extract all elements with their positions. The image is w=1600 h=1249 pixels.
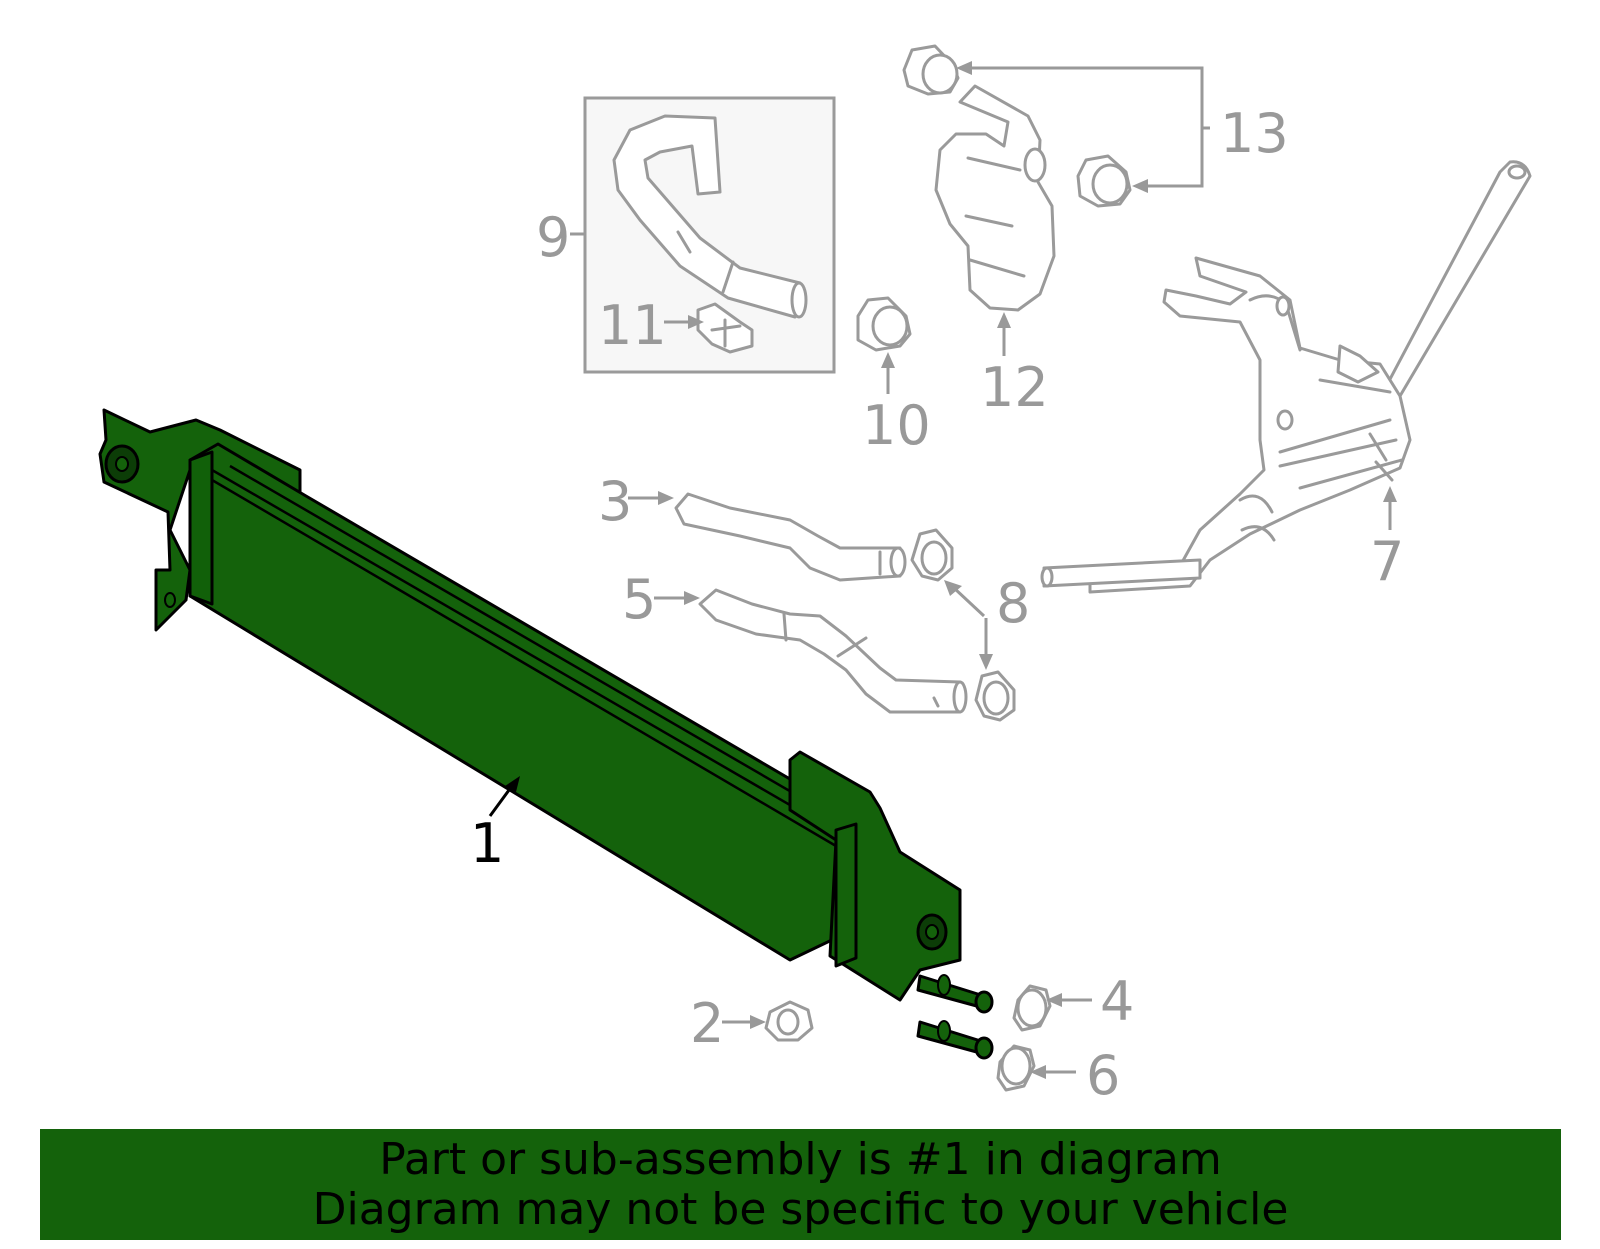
part-3-hose: [674, 492, 907, 582]
part-10-clamp: [856, 296, 912, 352]
callout-5: 5: [622, 568, 656, 631]
callout-12: 12: [980, 356, 1049, 419]
part-2-nut: [764, 1000, 814, 1042]
part-6-clamp: [996, 1044, 1036, 1092]
callout-2: 2: [690, 992, 724, 1055]
leader-lines: [488, 61, 1397, 1079]
part-7-tubes: [1040, 160, 1532, 594]
banner-line-1: Part or sub-assembly is #1 in diagram: [379, 1134, 1222, 1185]
callout-6: 6: [1086, 1044, 1120, 1107]
part-12-hose: [934, 84, 1056, 312]
part-13-clamps: [902, 44, 1132, 208]
banner-line-2: Diagram may not be specific to your vehi…: [312, 1184, 1289, 1235]
part-1-oil-cooler: [98, 408, 994, 1060]
callout-1: 1: [470, 812, 504, 875]
callout-3: 3: [598, 470, 632, 533]
info-banner: Part or sub-assembly is #1 in diagram Di…: [40, 1129, 1561, 1240]
callout-7: 7: [1370, 530, 1404, 593]
part-5-hose: [698, 588, 968, 714]
callout-9: 9: [536, 206, 570, 269]
part-4-clamp: [1012, 984, 1052, 1032]
callout-10: 10: [862, 394, 931, 457]
callout-4: 4: [1100, 970, 1134, 1033]
callout-8: 8: [996, 572, 1030, 635]
callout-13: 13: [1220, 102, 1289, 165]
callout-11: 11: [598, 294, 667, 357]
part-8-clamps: [910, 528, 1016, 722]
part-9-inset: [583, 96, 836, 374]
